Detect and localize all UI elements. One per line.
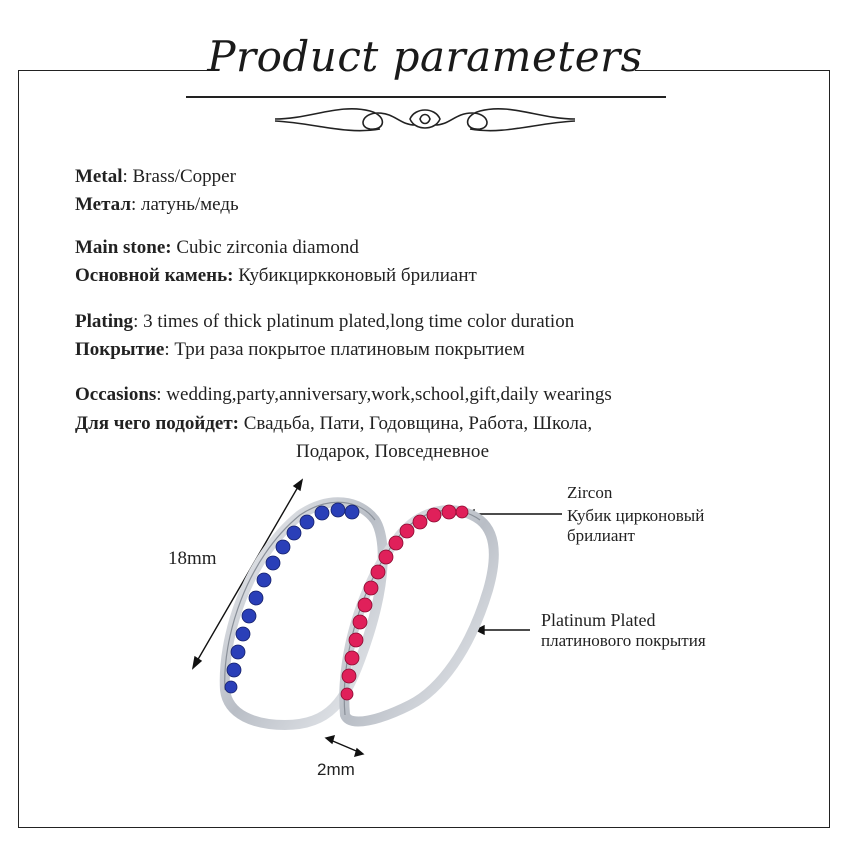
zircon-label-en: Zircon <box>567 483 613 502</box>
plated-label-ru: платинового покрытия <box>541 631 706 650</box>
stone-ru: Основной камень: Кубикциркконовый брилиа… <box>75 265 477 287</box>
blue-ring <box>219 497 388 731</box>
occasions-label: Occasions <box>75 384 157 405</box>
stone-en: Main stone: Cubic zirconia diamond <box>75 237 359 259</box>
page-title: Product parameters <box>207 32 643 81</box>
stone-label: Main stone: <box>75 237 172 258</box>
zircon-label-ru-1: Кубик цирконовый <box>567 506 705 525</box>
occasions-value-ru: Свадьба, Пати, Годовщина, Работа, Школа, <box>238 413 593 434</box>
plating-label-ru: Покрытие <box>75 339 165 360</box>
metal-value: : Brass/Copper <box>122 166 236 187</box>
metal-ru: Метал: латунь/медь <box>75 194 239 216</box>
stone-label-ru: Основной камень: <box>75 265 234 286</box>
occasions-value: : wedding,party,anniversary,work,school,… <box>156 384 612 405</box>
plating-label: Plating <box>75 311 134 332</box>
stone-value: Cubic zirconia diamond <box>171 237 359 258</box>
plating-value: : 3 times of thick platinum plated,long … <box>133 311 575 332</box>
occasions-ru: Для чего подойдет: Свадьба, Пати, Годовщ… <box>75 413 592 435</box>
plating-value-ru: : Три раза покрытое платиновым покрытием <box>164 339 525 360</box>
zircon-label-ru-2: брилиант <box>567 526 635 545</box>
width-label: 2mm <box>317 760 355 779</box>
title-rule <box>186 96 666 98</box>
title-backdrop <box>215 55 635 85</box>
metal-label: Metal <box>75 166 123 187</box>
plating-ru: Покрытие: Три раза покрытое платиновым п… <box>75 339 525 361</box>
plated-label-en: Platinum Plated <box>541 610 656 630</box>
flourish-ornament <box>274 107 576 132</box>
stone-value-ru: Кубикциркконовый брилиант <box>233 265 477 286</box>
occasions-en: Occasions: wedding,party,anniversary,wor… <box>75 384 612 406</box>
occasions-label-ru: Для чего подойдет: <box>75 413 239 434</box>
metal-en: Metal: Brass/Copper <box>75 166 236 188</box>
plating-en: Plating: 3 times of thick platinum plate… <box>75 311 574 333</box>
metal-label-ru: Метал <box>75 194 132 215</box>
red-ring <box>339 504 499 727</box>
metal-value-ru: : латунь/медь <box>131 194 239 215</box>
height-label: 18mm <box>168 548 217 569</box>
occasions-ru-line2: Подарок, Повседневное <box>296 441 490 462</box>
